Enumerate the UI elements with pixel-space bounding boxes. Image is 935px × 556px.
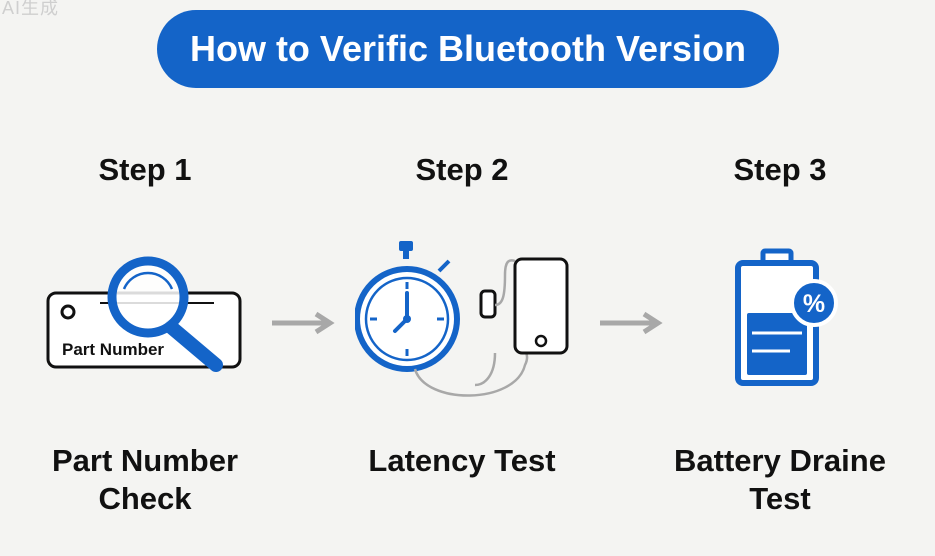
stopwatch-phone-icon: [355, 241, 569, 397]
step-2-caption-line-1: Latency Test: [368, 443, 556, 478]
step-3-caption: Battery Draine Test: [650, 442, 910, 518]
part-number-tag-magnifier-icon: Part Number: [46, 256, 242, 372]
step-3-label: Step 3: [733, 152, 827, 187]
step-2-caption: Latency Test: [332, 442, 592, 480]
percent-badge-text: %: [803, 290, 825, 318]
step-1-caption-line-2: Check: [98, 481, 192, 516]
step-3-caption-line-1: Battery Draine: [674, 443, 886, 478]
arrow-right-icon: [600, 311, 663, 335]
step-1-label: Step 1: [98, 152, 192, 187]
page-title: How to Verific Bluetooth Version: [189, 28, 747, 69]
step-2-label: Step 2: [415, 152, 509, 187]
tag-text: Part Number: [62, 340, 164, 359]
watermark: AI生成: [2, 0, 60, 18]
step-1-caption-line-1: Part Number: [51, 443, 239, 478]
step-3-caption-line-2: Test: [749, 481, 811, 516]
step-1-caption: Part Number Check: [15, 442, 275, 518]
title-banner: How to Verific Bluetooth Version: [157, 10, 779, 88]
battery-percent-icon: %: [735, 248, 838, 386]
arrow-right-icon: [272, 311, 335, 335]
